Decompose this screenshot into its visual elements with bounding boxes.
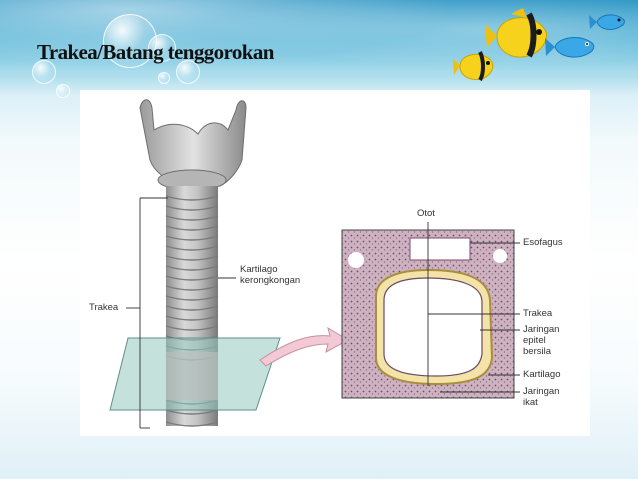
label-esofagus: Esofagus (523, 237, 563, 248)
trachea-figure: Trakea Kartilago kerongkongan Otot Esofa… (80, 90, 590, 436)
bubble-icon (158, 72, 170, 84)
label-jaringan-ikat: Jaringan ikat (523, 386, 559, 408)
trachea-diagram (80, 90, 590, 436)
label-kartilago-kerongkongan: Kartilago kerongkongan (240, 264, 300, 286)
yellow-fish-icon (452, 48, 496, 84)
label-otot: Otot (417, 208, 435, 219)
bubble-icon (56, 84, 70, 98)
label-kartilago-right: Kartilago (523, 369, 561, 380)
blue-fish-icon (543, 32, 599, 62)
slide-title: Trakea/Batang tenggorokan (37, 40, 274, 65)
blue-fish-icon (588, 10, 628, 34)
label-trakea-right: Trakea (523, 308, 552, 319)
label-trakea-left: Trakea (89, 302, 118, 313)
label-jaringan-epitel-bersila: Jaringan epitel bersila (523, 324, 559, 357)
